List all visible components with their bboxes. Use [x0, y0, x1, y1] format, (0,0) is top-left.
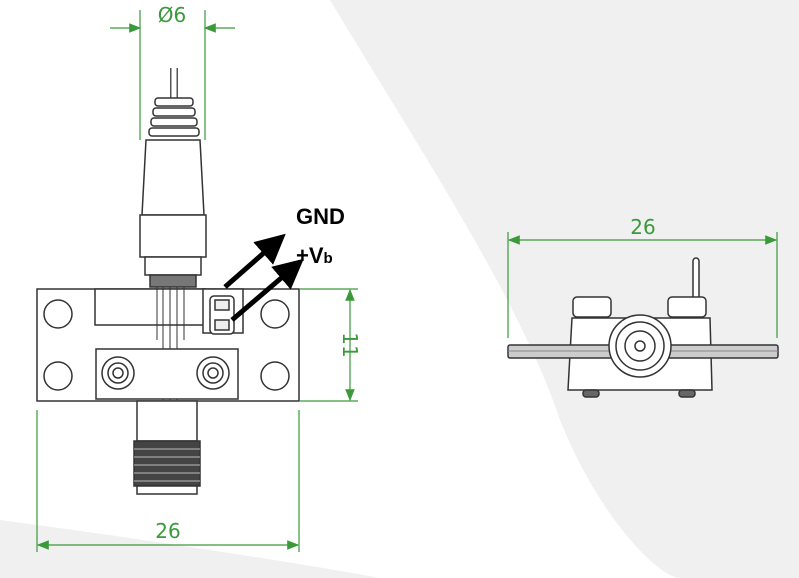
background-shape-bottom: [0, 520, 380, 578]
pin-arrows: [223, 233, 304, 322]
vb-label: +Vb: [296, 243, 333, 268]
diameter-label: Ø6: [158, 3, 186, 27]
side-width-label: 26: [630, 215, 655, 239]
front-view: [36, 68, 300, 495]
dimension-lines: [36, 10, 778, 552]
side-view: [507, 257, 779, 398]
front-width-label: 26: [155, 519, 180, 543]
thread: [133, 440, 201, 487]
gnd-label: GND: [296, 204, 345, 229]
vb-main: +V: [296, 243, 324, 268]
background-shape: [330, 0, 799, 578]
vb-subscript: b: [324, 250, 333, 267]
height-label: 11: [338, 332, 362, 357]
strain-relief: [148, 97, 200, 137]
